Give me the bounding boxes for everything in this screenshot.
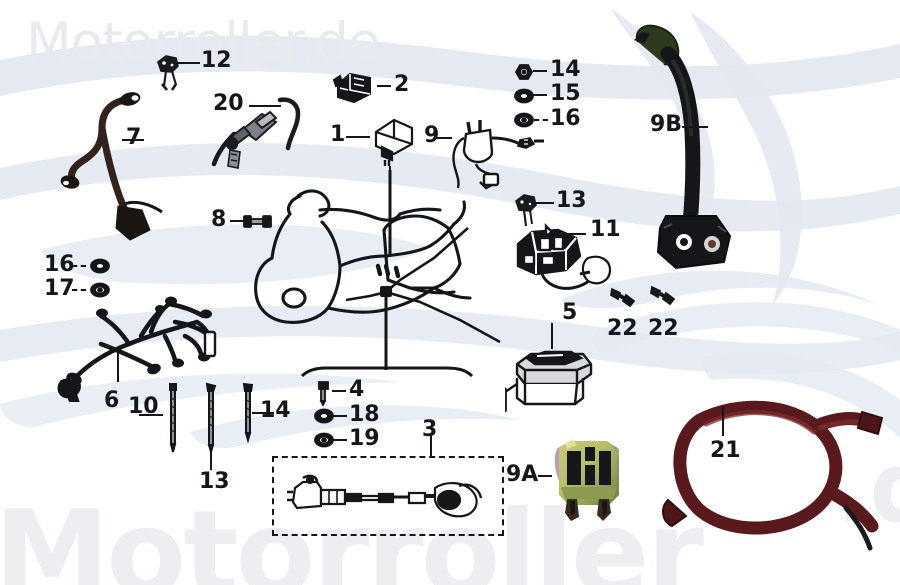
callout-label-4: 4 [349,377,365,402]
leader-line-20 [249,105,281,107]
leader-line-21 [722,406,724,436]
leader-line-12-top [176,62,200,64]
part-9a-horn-bracket [554,439,619,521]
part-12-terminal-connector-top [157,55,179,91]
callout-label-9a: 9A [506,462,539,487]
leader-line-14 [252,412,274,414]
part-3-spark-plug-cable-assembly [287,474,483,518]
leader-line-7 [122,139,144,141]
part-16-washer-top [514,88,534,104]
part-14-screw [242,382,254,444]
callout-label-13: 13 [199,469,230,494]
callout-label-3: 3 [422,417,438,442]
callout-label-17-left: 17 [44,276,75,301]
callout-label-10: 10 [128,394,159,419]
callout-label-22-left: 22 [607,316,638,341]
callout-label-20: 20 [213,91,244,116]
callout-label-14: 14 [260,398,291,423]
leader-line-5 [551,323,553,349]
part-13-long-screw [205,382,217,454]
part-22-screw-small-left [610,287,636,308]
part-4-screw [318,381,329,406]
leader-line-3 [430,436,432,456]
callout-label-16-left: 16 [44,252,75,277]
callout-label-1: 1 [330,122,346,147]
callout-label-7: 7 [126,125,142,150]
callout-label-21: 21 [710,438,741,463]
leader-line-17-top [534,119,548,121]
part-15-nut [514,64,534,80]
part-3-assembly-box [272,456,504,536]
part-17-ring-washer-left [90,282,110,298]
leader-line-19 [333,439,347,441]
part-20-fuse-holder [211,97,301,169]
leader-line-6 [117,352,119,382]
part-6-main-wiring-harness [57,296,217,402]
part-5-battery [505,350,593,412]
leader-line-12-mid [534,202,554,204]
part-7-battery-lead-cable [60,92,163,241]
part-10-long-screw [169,383,177,453]
leader-line-15 [533,70,547,72]
callout-label-8: 8 [211,207,227,232]
leader-line-9 [434,137,452,139]
part-11-starter-relay [516,223,612,290]
callout-label-15: 14 [550,57,581,82]
callout-label-9: 9 [424,123,440,148]
callout-label-16-top: 15 [550,81,581,106]
leader-line-8 [230,220,244,222]
callout-label-9b: 9B [650,112,683,137]
part-9b-ignition-coil [634,24,732,270]
leader-line-16-top [533,94,547,96]
part-18-washer [314,408,334,424]
callout-label-6: 6 [104,388,120,413]
part-17-ring-washer-top [514,112,534,128]
leader-line-13 [210,448,212,470]
callout-label-2: 2 [394,72,410,97]
part-22-screw-small-right [650,285,676,306]
scooter-outline-illustration [254,170,501,378]
leader-line-10 [139,414,163,416]
part-16-washer-left [90,258,110,274]
part-21-battery-cable-red [662,400,884,551]
leader-line-1 [346,136,370,138]
callout-label-5: 5 [562,300,578,325]
callout-label-12-top: 12 [201,48,232,73]
part-12-terminal-connector-mid [515,194,537,227]
leader-line-9a [538,475,552,477]
callout-label-19: 19 [349,426,380,451]
callout-label-11: 11 [590,217,621,242]
part-8-bolt [243,215,272,228]
leader-line-16-left [72,265,86,267]
part-2-relay-block [332,72,371,104]
leader-line-2 [377,85,391,87]
leader-line-9b [682,126,708,128]
leader-line-4 [332,390,346,392]
callout-label-22-right: 22 [648,316,679,341]
callout-label-18: 18 [349,402,380,427]
leader-line-17-left [72,289,86,291]
leader-line-11 [566,233,586,235]
part-9-horn [452,120,544,190]
part-1-cdi-unit [374,118,414,166]
callout-label-12-mid: 13 [556,188,587,213]
callout-label-17-top: 16 [550,106,581,131]
leader-line-18 [333,415,347,417]
